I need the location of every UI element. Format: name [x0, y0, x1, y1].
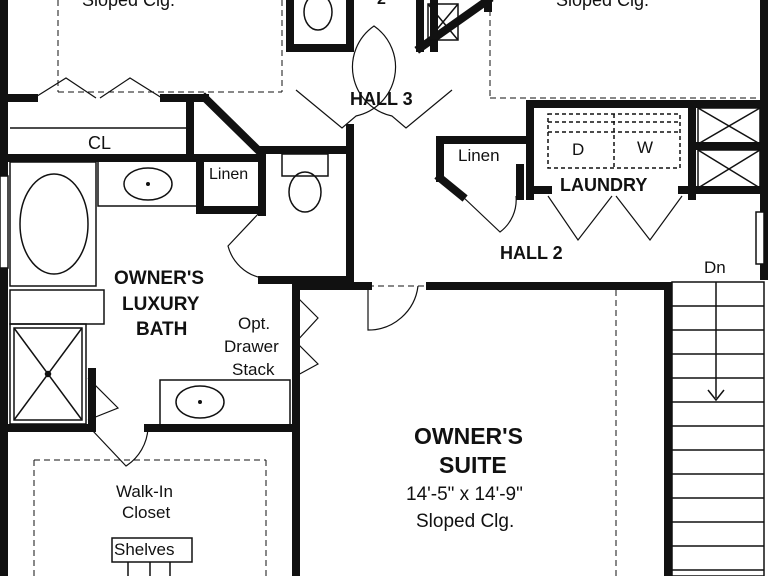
- sink-icon: [303, 0, 333, 31]
- owners-suite-label-2: SUITE: [439, 452, 507, 478]
- owners-bath-label-3: BATH: [136, 319, 188, 340]
- sink-icon: [175, 385, 225, 419]
- top-right-ceiling-label: Sloped Clg.: [556, 0, 650, 10]
- bath-linen-label: Linen: [209, 166, 249, 183]
- top-left-ceiling-label: Sloped Clg.: [82, 0, 176, 10]
- drawer-stack-label-1: Opt.: [238, 314, 271, 333]
- owners-bath-label-2: LUXURY: [122, 294, 200, 315]
- drawer-stack-label-3: Stack: [232, 360, 275, 379]
- dashed-lines: [33, 0, 756, 576]
- toilet-icon: [288, 171, 322, 213]
- washer-label: W: [637, 138, 654, 157]
- fixtures: [0, 3, 765, 576]
- owners-bath-label-1: OWNER'S: [114, 268, 205, 289]
- owners-suite-dimensions: 14'-5" x 14'-9": [406, 484, 523, 505]
- closet-label: CL: [88, 133, 112, 153]
- walk-in-closet-label-1: Walk-In: [116, 482, 173, 501]
- bathtub-icon: [19, 173, 89, 275]
- walk-in-closet-label-2: Closet: [122, 503, 171, 522]
- door-swings: [33, 25, 683, 467]
- hall2-label: HALL 2: [500, 243, 563, 263]
- owners-suite-label-1: OWNER'S: [414, 423, 523, 449]
- owners-suite-ceiling: Sloped Clg.: [416, 511, 515, 532]
- top-room-number: 2: [377, 0, 386, 9]
- hall-linen-label: Linen: [458, 146, 500, 165]
- sink-icon: [123, 167, 173, 201]
- drawer-stack-label-2: Drawer: [224, 337, 279, 356]
- dryer-label: D: [572, 140, 585, 159]
- hall3-label: HALL 3: [350, 89, 413, 109]
- laundry-label: LAUNDRY: [560, 175, 648, 195]
- stairs-down-label: Dn: [704, 258, 726, 277]
- shelves-label: Shelves: [114, 540, 175, 559]
